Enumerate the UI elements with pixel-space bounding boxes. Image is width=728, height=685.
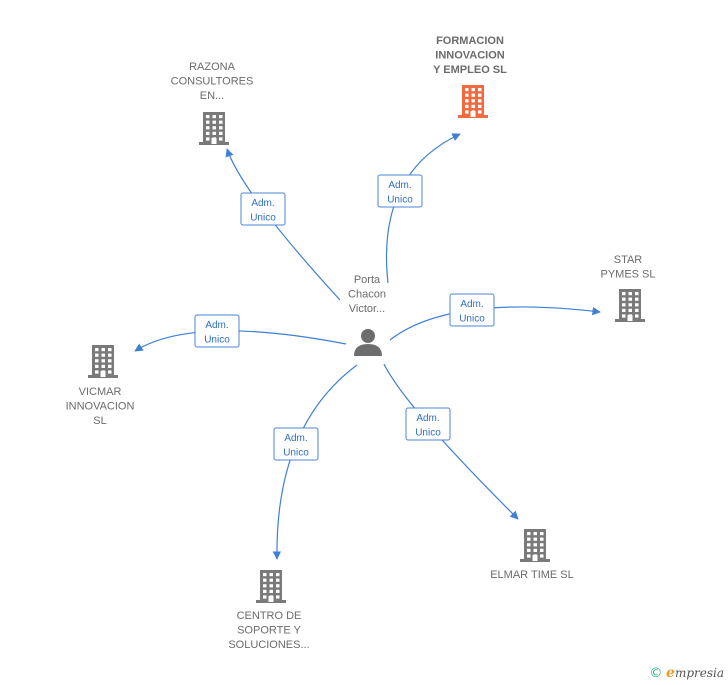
relation-label-box[interactable] [194,314,240,348]
relation-label-box[interactable] [449,293,495,327]
company-node-razona[interactable]: RAZONA CONSULTORES EN... [171,61,254,145]
company-name-line: INNOVACION [66,401,135,413]
relation-arrow [385,133,461,284]
relation-razona: Adm. Unico [225,148,341,301]
relation-label-line: Unico [387,195,413,206]
relation-arrow [383,363,519,520]
relation-label-line: Adm. [284,433,307,444]
company-name-line: SL [93,415,106,427]
company-node-elmar[interactable]: ELMAR TIME SL [490,529,574,581]
company-node-star[interactable]: STAR PYMES SL [600,254,656,322]
relation-label-line: Adm. [460,299,483,310]
brand-name: mpresia [674,666,724,680]
company-name-line: EN... [200,90,224,102]
company-name: VICMAR INNOVACION SL [66,386,135,427]
relation-label-line: Adm. [205,320,228,331]
building-icon[interactable] [615,289,645,322]
company-name-line: SOLUCIONES... [228,639,309,651]
person-name-line: Chacon [348,289,386,301]
relation-label-line: Adm. [416,413,439,424]
company-node-vicmar[interactable]: VICMAR INNOVACION SL [66,345,135,427]
company-name: RAZONA CONSULTORES EN... [171,61,254,102]
company-node-formacion[interactable]: FORMACION INNOVACION Y EMPLEO SL [433,35,507,118]
relation-label: Adm. Unico [415,413,441,439]
relation-star: Adm. Unico [389,293,601,341]
relation-elmar: Adm. Unico [383,363,519,520]
person-name-line: Porta [354,274,381,286]
company-name-line: VICMAR [79,386,122,398]
copyright-symbol: © [649,666,663,681]
company-name-line: PYMES SL [600,269,655,281]
person-name-line: Victor... [349,303,385,315]
relation-label-line: Adm. [251,198,274,209]
building-icon[interactable] [199,112,229,145]
relation-label-box[interactable] [240,192,286,226]
relation-vicmar: Adm. Unico [134,314,347,352]
relation-label-line: Unico [415,428,441,439]
company-name: STAR PYMES SL [600,254,655,281]
edges-layer: Adm.UnicoAdm.UnicoAdm.UnicoAdm.UnicoAdm.… [134,133,601,560]
relation-label: Adm. Unico [283,433,309,459]
company-name: ELMAR TIME SL [490,569,574,581]
relation-formacion: Adm. Unico [377,133,461,284]
company-name-line: INNOVACION [435,50,505,62]
building-icon[interactable] [458,85,488,118]
relation-label: Adm. Unico [204,320,230,346]
relation-arrow [272,364,358,560]
company-name-line: STAR [614,254,643,266]
footer-brand: © empresia [649,665,724,681]
relation-label-line: Unico [459,314,485,325]
relation-label-line: Unico [250,213,276,224]
relation-arrow [134,330,347,352]
relation-label-box[interactable] [377,174,423,208]
relation-arrow [389,306,601,341]
relation-label: Adm. Unico [459,299,485,325]
relation-label: Adm. Unico [250,198,276,224]
company-name-line: CENTRO DE [237,610,302,622]
company-name: CENTRO DE SOPORTE Y SOLUCIONES... [228,610,309,651]
company-name-line: FORMACION [436,35,504,47]
relation-label-box[interactable] [273,427,319,461]
company-name-line: ELMAR TIME SL [490,569,574,581]
building-icon[interactable] [520,529,550,562]
relation-label-line: Unico [283,448,309,459]
company-name-line: Y EMPLEO SL [433,64,507,76]
building-icon[interactable] [256,570,286,603]
brand-initial: e [666,665,675,681]
company-node-centro[interactable]: CENTRO DE SOPORTE Y SOLUCIONES... [228,570,310,651]
relation-centro: Adm. Unico [272,364,358,560]
relation-label-line: Adm. [388,180,411,191]
company-name-line: SOPORTE Y [237,625,301,637]
relation-label-box[interactable] [405,407,451,441]
person-icon[interactable] [354,329,382,356]
company-name-line: RAZONA [189,61,236,73]
building-icon[interactable] [88,345,118,378]
company-name-line: CONSULTORES [171,76,254,88]
company-name: FORMACION INNOVACION Y EMPLEO SL [433,35,507,76]
relation-label-line: Unico [204,335,230,346]
relation-label: Adm. Unico [387,180,413,206]
